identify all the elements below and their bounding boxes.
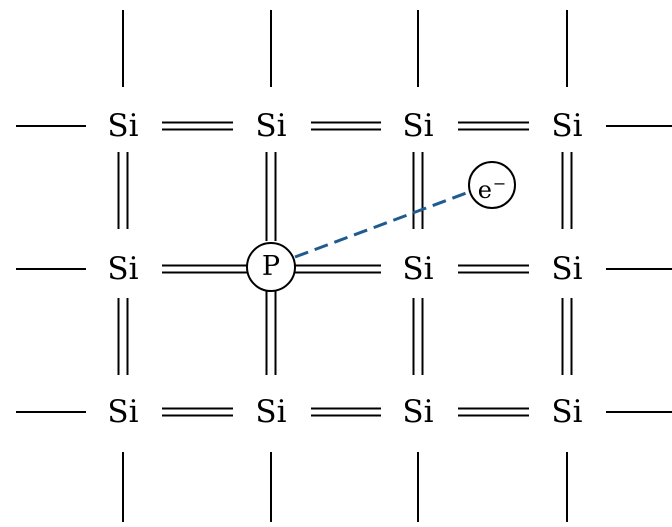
atom-r0-c0: Si	[107, 108, 139, 144]
covalent-bonds	[16, 10, 672, 522]
free-electron-label: e−	[470, 164, 514, 204]
dopant-ring	[246, 242, 296, 292]
free-electron-ring	[468, 161, 516, 209]
atom-r1-c0: Si	[107, 251, 139, 287]
dopant-ring-group	[246, 242, 296, 292]
atom-r1-c3: Si	[551, 251, 583, 287]
atom-r2-c1: Si	[255, 394, 287, 430]
electron-charge: −	[492, 174, 507, 193]
atom-r0-c1: Si	[255, 108, 287, 144]
atom-r0-c3: Si	[551, 108, 583, 144]
electron-orbit-dashed-line	[294, 190, 470, 259]
atom-r2-c2: Si	[402, 394, 434, 430]
atom-r0-c2: Si	[402, 108, 434, 144]
atom-r2-c3: Si	[551, 394, 583, 430]
electron-path-group	[294, 161, 516, 259]
atom-r2-c0: Si	[107, 394, 139, 430]
electron-symbol: e	[477, 176, 492, 204]
dopant-atom-p: P	[261, 251, 281, 282]
atom-r1-c2: Si	[402, 251, 434, 287]
